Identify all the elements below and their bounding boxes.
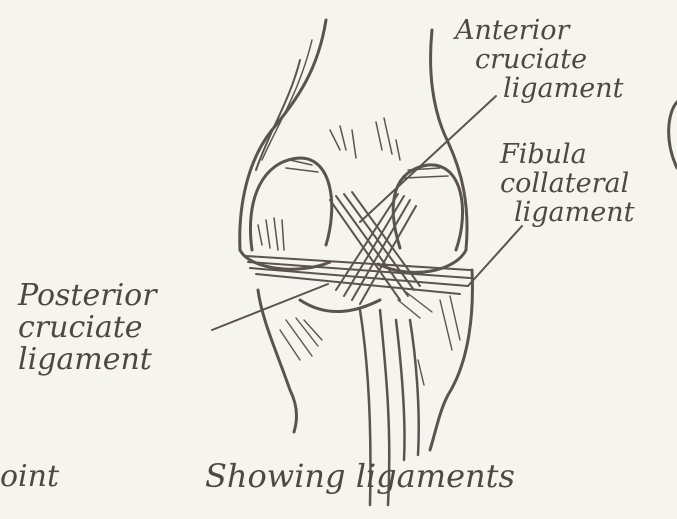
posterior-label-line-2: cruciate [18,312,157,344]
anterior-label-line-3: ligament [455,74,623,103]
ligament-fibers [246,192,470,304]
anterior-label-line-2: cruciate [455,45,623,74]
left-edge-fragment-text: oint [0,462,59,492]
posterior-label-line-1: Posterior [18,280,157,312]
caption: Showing ligaments [205,460,515,492]
anterior-label-line-1: Anterior [455,16,623,45]
right-edge-fragment [669,102,677,168]
fibula-label-line-3: ligament [500,198,634,227]
anterior-cruciate-ligament-label: Anterior cruciate ligament [455,16,623,103]
posterior-label-line-3: ligament [18,344,157,376]
posterior-cruciate-ligament-label: Posterior cruciate ligament [18,280,157,376]
anterior-cruciate-leader [360,96,496,222]
fibula-collateral-ligament-label: Fibula collateral ligament [500,140,634,227]
fibula-collateral-leader [468,226,522,286]
condyle-hatching [258,118,448,250]
fibula-label-line-2: collateral [500,169,634,198]
fibula-label-line-1: Fibula [500,140,634,169]
